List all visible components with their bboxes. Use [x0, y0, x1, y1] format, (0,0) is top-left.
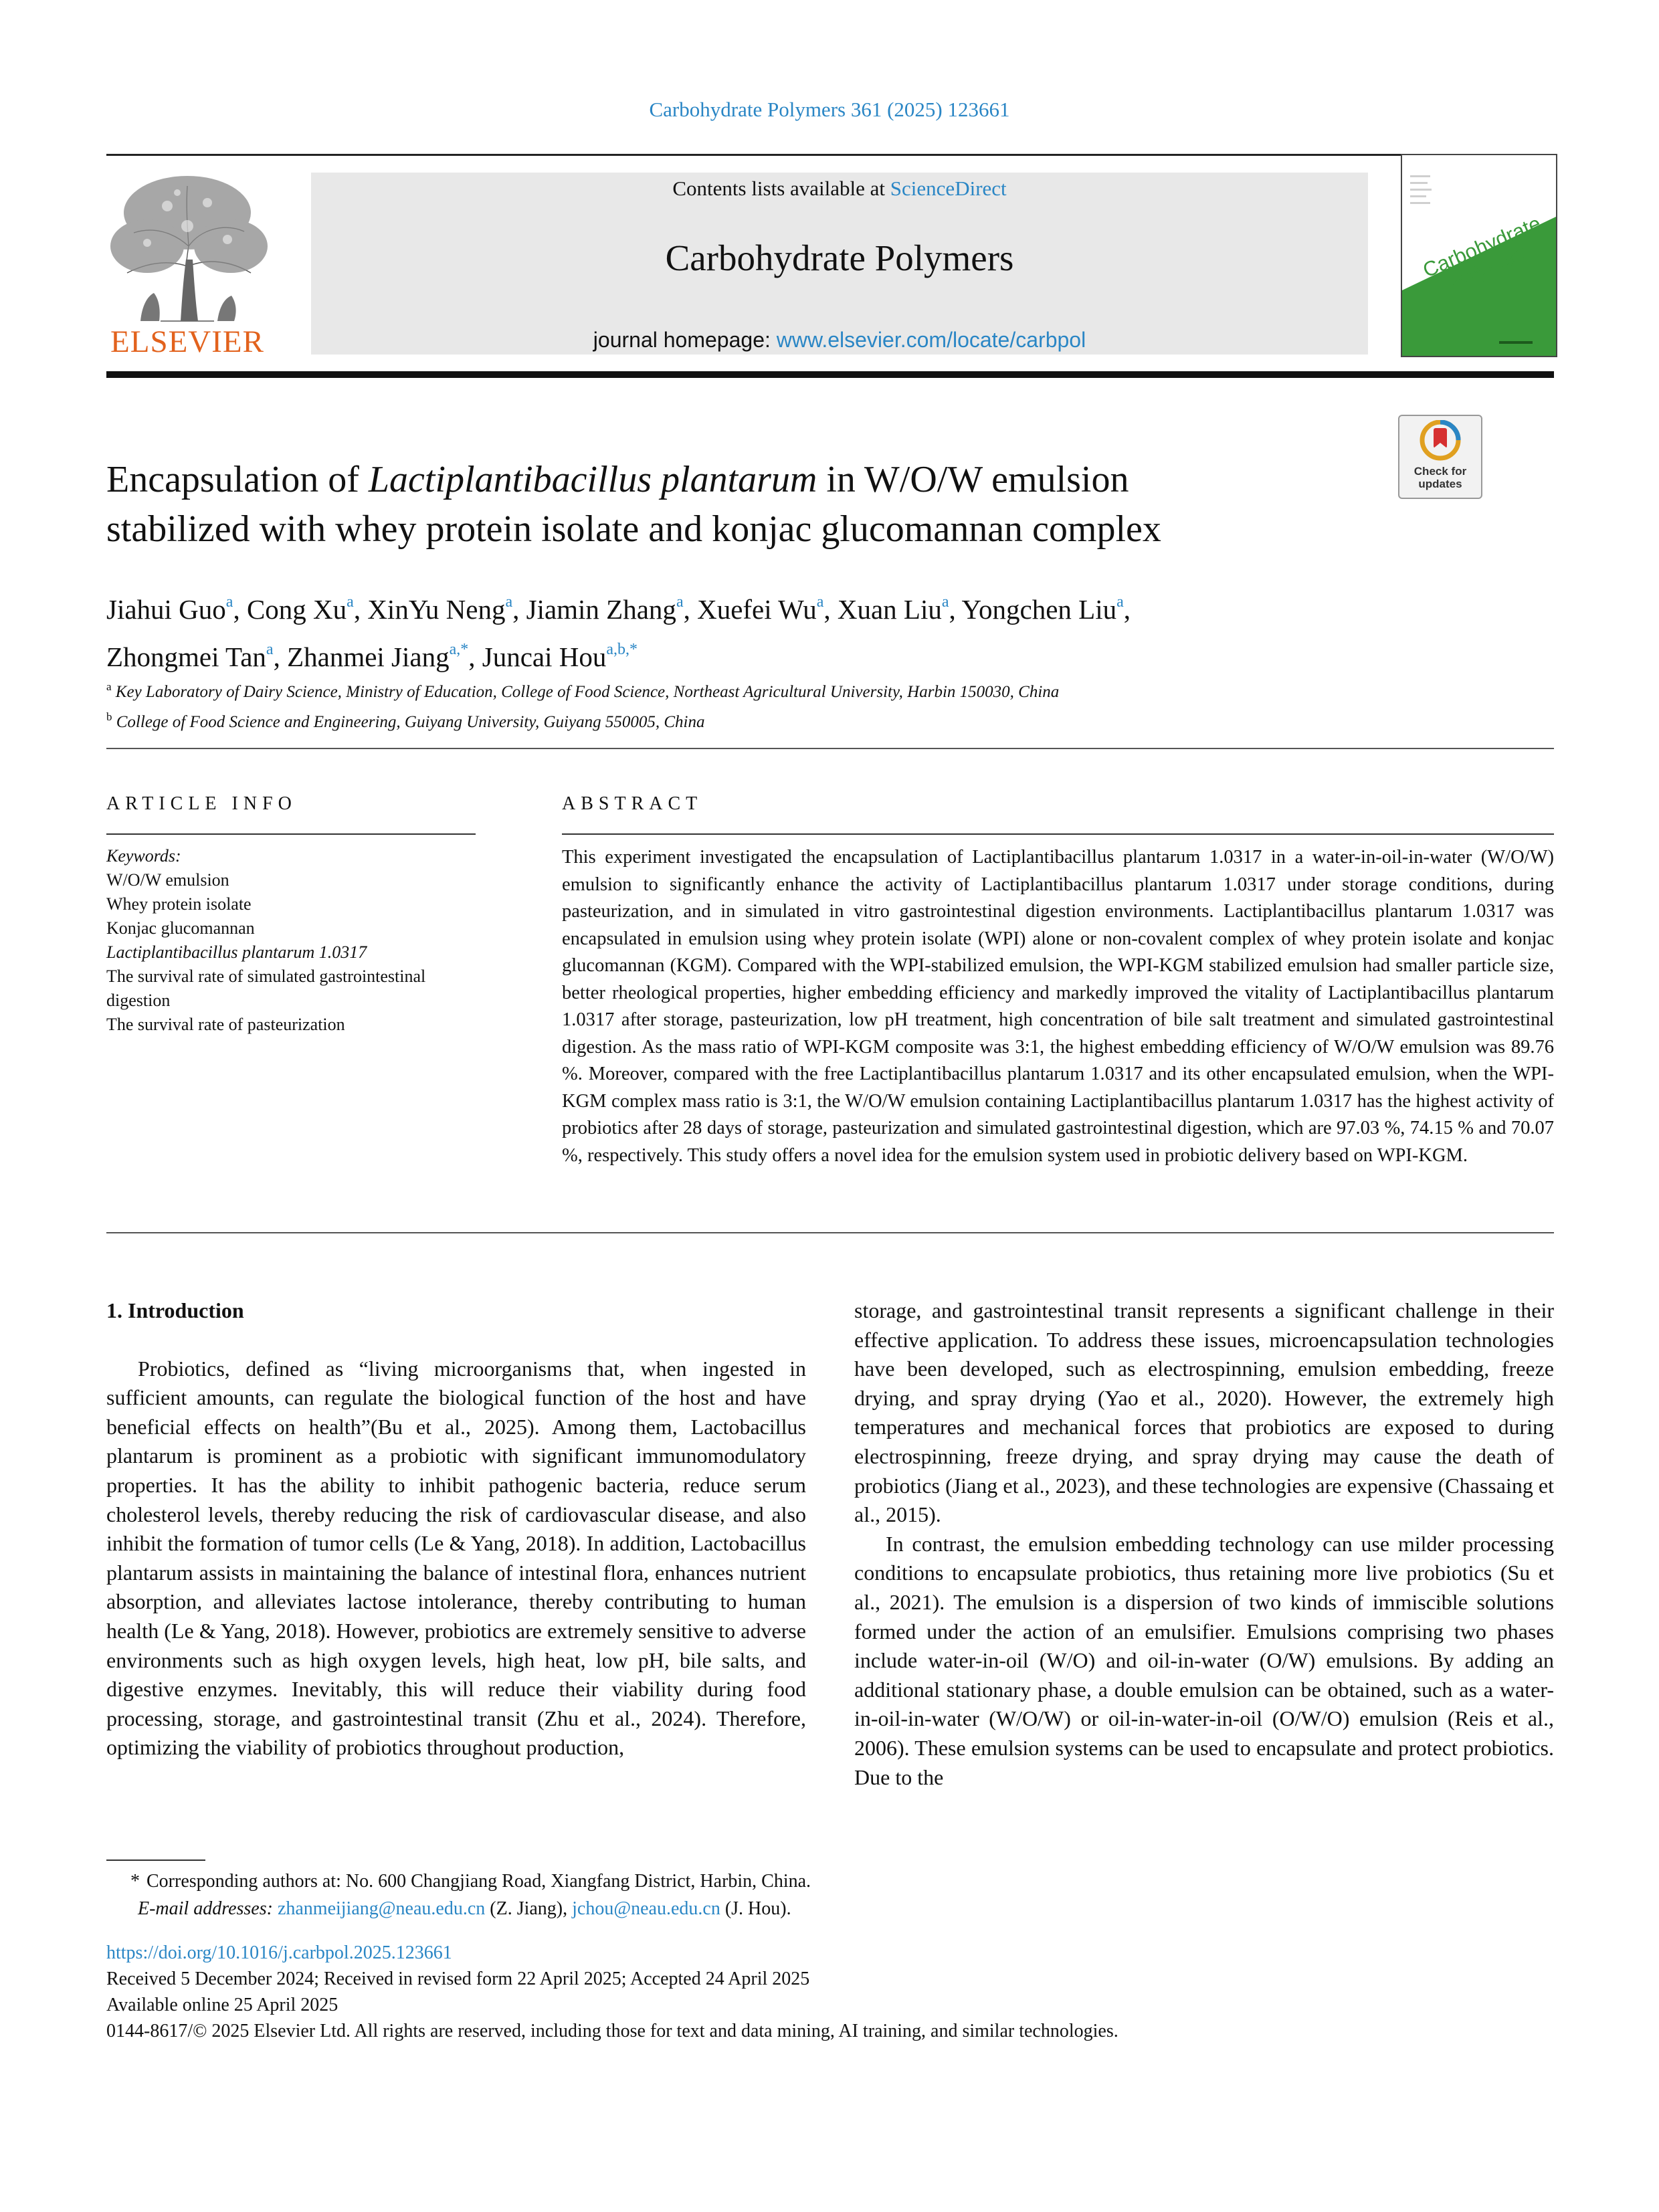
author[interactable]: XinYu Nenga [367, 593, 513, 625]
affiliation-b: b College of Food Science and Engineerin… [106, 710, 705, 731]
email-link[interactable]: jchou@neau.edu.cn [572, 1898, 720, 1919]
check-for-updates-badge[interactable]: Check for updates [1398, 415, 1482, 499]
abstract-heading: ABSTRACT [562, 793, 703, 814]
publication-info: https://doi.org/10.1016/j.carbpol.2025.1… [106, 1940, 1554, 2044]
contents-line: Contents lists available at ScienceDirec… [311, 177, 1368, 201]
author-list: Jiahui Guoa, Cong Xua, XinYu Nenga, Jiam… [106, 593, 1131, 672]
header-thick-rule [106, 371, 1554, 378]
keywords-label: Keywords: [106, 846, 181, 866]
author[interactable]: Xuefei Wua [697, 593, 824, 625]
introduction-heading: 1. Introduction [106, 1298, 244, 1322]
keywords-block: Keywords: W/O/W emulsion Whey protein is… [106, 844, 481, 1037]
keyword[interactable]: Lactiplantibacillus plantarum 1.0317 [106, 942, 367, 962]
journal-banner: Contents lists available at ScienceDirec… [311, 173, 1368, 355]
title-line-2: stabilized with whey protein isolate and… [106, 508, 1161, 550]
footnote: * Corresponding authors at: No. 600 Chang… [106, 1868, 1554, 1922]
author[interactable]: Zhanmei Jianga,* [287, 641, 469, 672]
body-paragraph: Probiotics, defined as “living microorga… [106, 1356, 806, 1760]
author[interactable]: Xuan Liua [837, 593, 949, 625]
affiliation-a: a Key Laboratory of Dairy Science, Minis… [106, 680, 1060, 701]
crossmark-text-2: updates [1418, 478, 1462, 490]
affiliations: a Key Laboratory of Dairy Science, Minis… [106, 674, 1554, 734]
author[interactable]: Jiamin Zhanga [526, 593, 684, 625]
keyword[interactable]: The survival rate of pasteurization [106, 1015, 345, 1034]
email-line: E-mail addresses: zhanmeijiang@neau.edu.… [106, 1895, 1554, 1922]
email-label: E-mail addresses: [138, 1898, 273, 1919]
corresponding-note: * Corresponding authors at: No. 600 Chang… [106, 1868, 1554, 1895]
author[interactable]: Zhongmei Tana [106, 641, 274, 672]
body-column-right: storage, and gastrointestinal transit re… [854, 1296, 1554, 1792]
contents-prefix: Contents lists available at [672, 177, 890, 200]
sciencedirect-link[interactable]: ScienceDirect [890, 177, 1007, 200]
journal-reference-link[interactable]: Carbohydrate Polymers 361 (2025) 123661 [649, 98, 1010, 121]
author[interactable]: Cong Xua [246, 593, 354, 625]
keyword[interactable]: Whey protein isolate [106, 894, 252, 914]
crossmark-text-1: Check for [1413, 465, 1467, 478]
title-part-1: Encapsulation of [106, 459, 369, 500]
article-info-rule [106, 833, 476, 835]
elsevier-tree-icon [110, 176, 268, 322]
divider-rule [106, 748, 1554, 749]
body-column-left: 1. Introduction Probiotics, defined as “… [106, 1296, 806, 1763]
article-info-heading: ARTICLE INFO [106, 793, 297, 814]
crossmark-icon [1420, 419, 1461, 461]
keyword[interactable]: W/O/W emulsion [106, 870, 229, 890]
journal-cover-thumbnail[interactable]: Carbohydrate Polymers [1401, 154, 1557, 357]
author[interactable]: Jiahui Guoa [106, 593, 233, 625]
article-title: Encapsulation of Lactiplantibacillus pla… [106, 455, 1377, 554]
journal-name: Carbohydrate Polymers [665, 237, 1014, 278]
email-link[interactable]: zhanmeijiang@neau.edu.cn [277, 1898, 486, 1919]
corresponding-text: Corresponding authors at: No. 600 Changj… [147, 1871, 811, 1892]
keyword[interactable]: Konjac glucomannan [106, 918, 255, 938]
footnote-star: * [130, 1871, 140, 1892]
cover-art-icon: Carbohydrate Polymers [1402, 155, 1556, 356]
copyright-notice: 0144-8617/© 2025 Elsevier Ltd. All right… [106, 2021, 1118, 2041]
divider-rule [106, 1232, 1554, 1233]
available-online: Available online 25 April 2025 [106, 1995, 338, 2015]
homepage-line: journal homepage: www.elsevier.com/locat… [311, 328, 1368, 353]
keyword[interactable]: The survival rate of simulated gastroint… [106, 967, 426, 1010]
footnote-rule [106, 1859, 205, 1861]
abstract-rule [562, 833, 1554, 835]
body-paragraph: In contrast, the emulsion embedding tech… [854, 1531, 1554, 1789]
homepage-prefix: journal homepage: [593, 328, 777, 352]
author[interactable]: Yongchen Liua [961, 593, 1124, 625]
elsevier-logo[interactable]: ELSEVIER [100, 173, 274, 360]
title-italic-species: Lactiplantibacillus plantarum [368, 459, 817, 500]
received-dates: Received 5 December 2024; Received in re… [106, 1969, 810, 1989]
title-part-2: in W/O/W emulsion [817, 459, 1129, 500]
top-rule [106, 154, 1554, 156]
abstract-text: This experiment investigated the encapsu… [562, 847, 1554, 1166]
author[interactable]: Juncai Houa,b,* [482, 641, 638, 672]
elsevier-wordmark: ELSEVIER [110, 324, 264, 359]
doi-link[interactable]: https://doi.org/10.1016/j.carbpol.2025.1… [106, 1942, 452, 1963]
body-paragraph: storage, and gastrointestinal transit re… [854, 1298, 1554, 1527]
homepage-link[interactable]: www.elsevier.com/locate/carbpol [776, 328, 1086, 352]
